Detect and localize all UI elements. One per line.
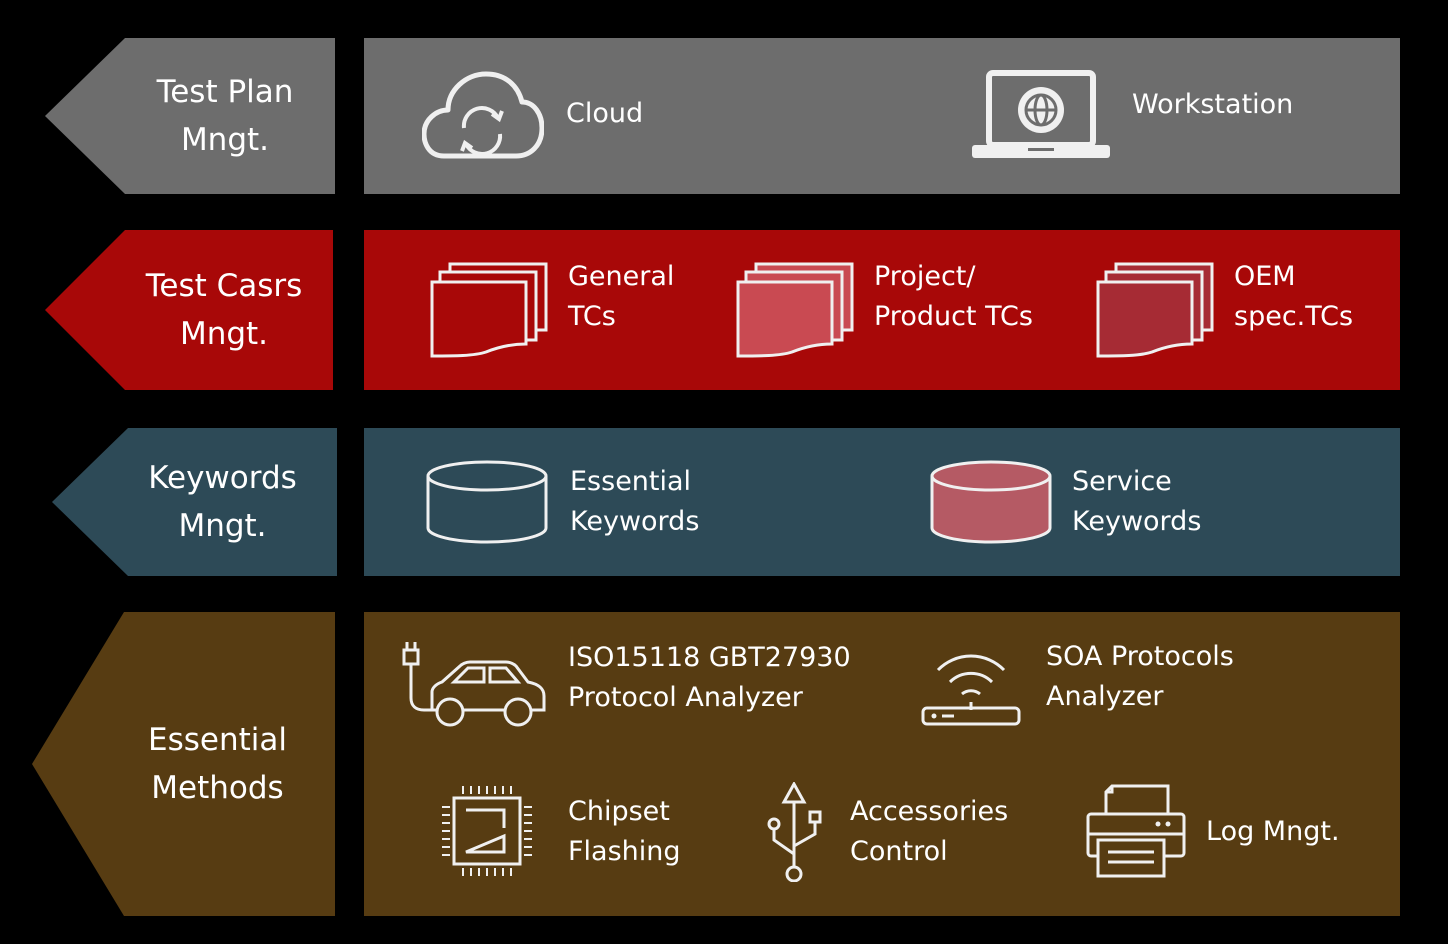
documents-filled-light-icon xyxy=(736,260,856,358)
tag-arrow-shape xyxy=(52,428,337,576)
database-outline-icon xyxy=(426,460,548,544)
cloud-sync-icon xyxy=(422,68,544,160)
tag-arrow-shape xyxy=(45,230,333,390)
wifi-router-icon xyxy=(920,648,1022,728)
item-workstation: Workstation xyxy=(972,70,1293,160)
item-label: Log Mngt. xyxy=(1206,816,1340,847)
tag-arrow-shape xyxy=(45,38,335,194)
usb-icon xyxy=(766,782,830,882)
database-filled-icon xyxy=(930,460,1052,544)
panel-test-plan: Cloud Workstation xyxy=(364,38,1400,194)
tag-arrow-shape xyxy=(32,612,335,916)
item-label: Workstation xyxy=(1132,89,1294,120)
laptop-globe-icon xyxy=(972,70,1110,160)
chip-icon xyxy=(438,782,536,882)
electric-car-icon xyxy=(402,642,548,730)
documents-filled-dark-icon xyxy=(1096,260,1216,358)
documents-outline-icon xyxy=(430,260,550,358)
item-label: Cloud xyxy=(566,98,644,129)
printer-icon xyxy=(1086,784,1186,880)
item-log-mngt: Log Mngt. xyxy=(1086,784,1340,880)
item-project-product-tcs: Project/Product TCs xyxy=(736,260,1033,358)
item-label: Project/Product TCs xyxy=(874,261,1033,332)
item-cloud: Cloud xyxy=(422,68,643,160)
